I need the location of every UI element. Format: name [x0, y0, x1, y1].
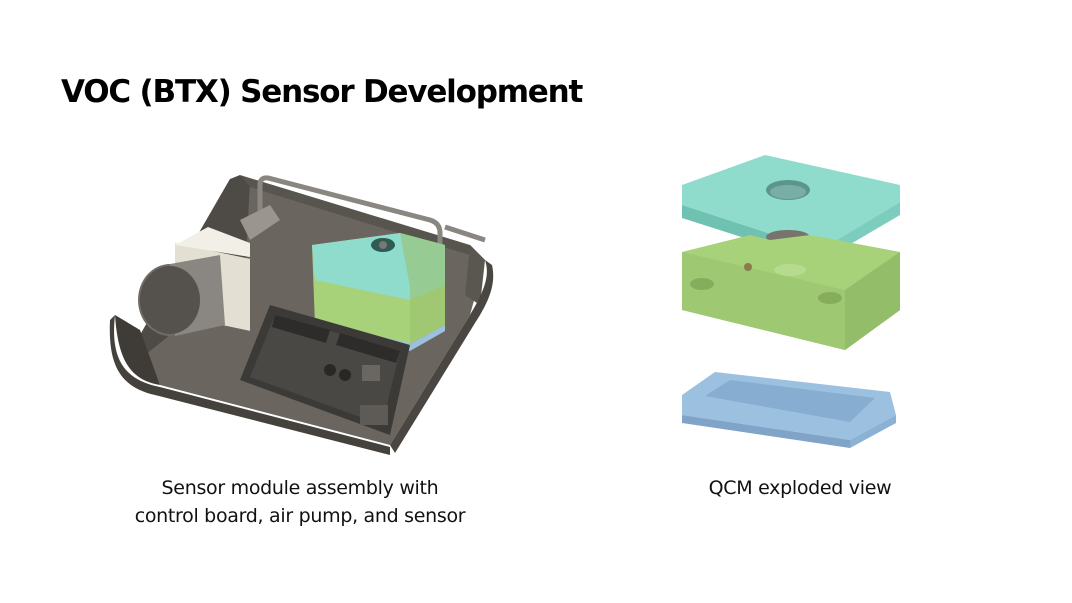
caption-line: QCM exploded view: [708, 477, 892, 499]
slide-title: VOC (BTX) Sensor Development: [61, 74, 583, 110]
figure-caption-sensor-module: Sensor module assembly with control boar…: [80, 474, 520, 530]
qcm-exploded-view-image: [660, 140, 920, 450]
caption-line: control board, air pump, and sensor: [134, 505, 466, 527]
sensor-module-assembly-image: [100, 165, 500, 455]
figure-caption-qcm: QCM exploded view: [640, 474, 960, 502]
caption-line: Sensor module assembly with: [161, 477, 439, 499]
